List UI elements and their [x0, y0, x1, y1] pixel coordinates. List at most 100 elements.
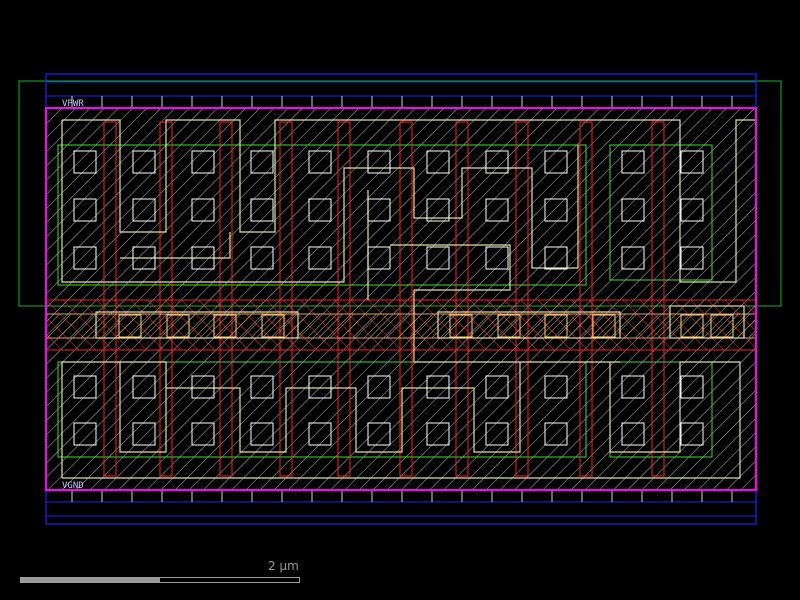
li-route-3	[120, 232, 231, 259]
bottom-rail-ticks	[71, 490, 733, 502]
diffusion-contact	[367, 150, 391, 174]
diffusion-contact	[132, 198, 156, 222]
scale-bar-fill	[21, 578, 160, 582]
diffusion-contact	[308, 150, 332, 174]
diffusion-contact	[367, 375, 391, 399]
diffusion-contact	[132, 375, 156, 399]
diffusion-contact	[308, 246, 332, 270]
poly-contact	[449, 314, 473, 338]
diffusion-contact	[544, 375, 568, 399]
pdiff-right	[609, 144, 713, 281]
diffusion-contact	[191, 246, 215, 270]
ground-pin-label: VGND	[62, 481, 84, 491]
diffusion-contact	[250, 375, 274, 399]
diffusion-contact	[73, 150, 97, 174]
diffusion-contact	[132, 246, 156, 270]
power-rail-inner	[45, 81, 757, 97]
diffusion-contact	[544, 422, 568, 446]
diffusion-contact	[621, 150, 645, 174]
li-route-5	[413, 290, 620, 363]
diffusion-contact	[73, 246, 97, 270]
cell-body	[46, 108, 756, 490]
diffusion-contact	[426, 150, 450, 174]
diffusion-contact	[132, 422, 156, 446]
diffusion-contact	[308, 198, 332, 222]
poly-gate-8	[515, 121, 529, 477]
diffusion-contact	[485, 150, 509, 174]
poly-contact	[118, 314, 142, 338]
diffusion-contact	[680, 375, 704, 399]
power-rail-metal	[45, 73, 757, 109]
li-route-7	[166, 362, 521, 453]
li-route-8	[62, 361, 741, 479]
poly-strap-fill	[45, 313, 757, 339]
diffusion-contact	[191, 422, 215, 446]
ground-rail-metal	[45, 489, 757, 525]
diffusion-contact	[73, 198, 97, 222]
poly-contact	[710, 314, 734, 338]
diffusion-contact	[680, 246, 704, 270]
li-route-1	[62, 119, 756, 283]
diffusion-contact	[367, 246, 391, 270]
poly-gate-6	[399, 121, 413, 477]
diffusion-contact	[426, 375, 450, 399]
diffusion-contact	[621, 246, 645, 270]
poly-contact	[166, 314, 190, 338]
diffusion-contact	[485, 375, 509, 399]
poly-contact	[213, 314, 237, 338]
diffusion-regions	[57, 144, 713, 458]
scale-bar	[20, 577, 300, 583]
poly-contact	[680, 314, 704, 338]
diffusion-contact	[680, 150, 704, 174]
diffusion-contact	[191, 198, 215, 222]
diffusion-contact	[250, 246, 274, 270]
poly-gate-5	[337, 121, 351, 477]
poly-gate-7	[455, 121, 469, 477]
poly-contact	[497, 314, 521, 338]
diffusion-contact	[680, 422, 704, 446]
ndiff-left	[57, 361, 587, 458]
diffusion-contact	[426, 198, 450, 222]
contacts	[73, 150, 704, 446]
diffusion-contact	[191, 375, 215, 399]
poly-contacts	[118, 314, 734, 338]
diffusion-contact	[621, 198, 645, 222]
poly-contact	[592, 314, 616, 338]
li-strap-mid	[437, 311, 621, 339]
diffusion-contact	[621, 422, 645, 446]
diffusion-contact	[485, 422, 509, 446]
poly-gate-10	[651, 121, 665, 477]
diffusion-contact	[680, 198, 704, 222]
diffusion-contact	[544, 150, 568, 174]
diffusion-contact	[250, 150, 274, 174]
top-rail-ticks	[71, 96, 733, 108]
diffusion-contact	[250, 422, 274, 446]
diffusion-contact	[73, 422, 97, 446]
scale-label: 2 µm	[268, 559, 299, 573]
diffusion-contact	[73, 375, 97, 399]
diffusion-contact	[132, 150, 156, 174]
li-route-2	[61, 120, 579, 283]
power-pin-label: VPWR	[62, 99, 84, 109]
diffusion-contact	[191, 150, 215, 174]
diffusion-contact	[485, 246, 509, 270]
diffusion-contact	[426, 422, 450, 446]
diffusion-contact	[308, 375, 332, 399]
poly-gate-4	[279, 121, 293, 477]
poly-gate-9	[579, 121, 593, 477]
ground-rail-inner	[45, 501, 757, 517]
li-route-6	[61, 361, 167, 478]
poly-contact	[261, 314, 285, 338]
pdiff-left	[57, 144, 587, 286]
diffusion-contact	[367, 198, 391, 222]
poly-gate-3	[219, 121, 233, 477]
poly-contact	[544, 314, 568, 338]
li-strap-right	[669, 305, 745, 339]
diffusion-contact	[308, 422, 332, 446]
cell-boundary	[45, 107, 757, 491]
local-interconnect	[61, 119, 756, 479]
poly-gates	[103, 121, 665, 477]
poly-gate-1	[103, 121, 117, 477]
diffusion-contact	[621, 375, 645, 399]
